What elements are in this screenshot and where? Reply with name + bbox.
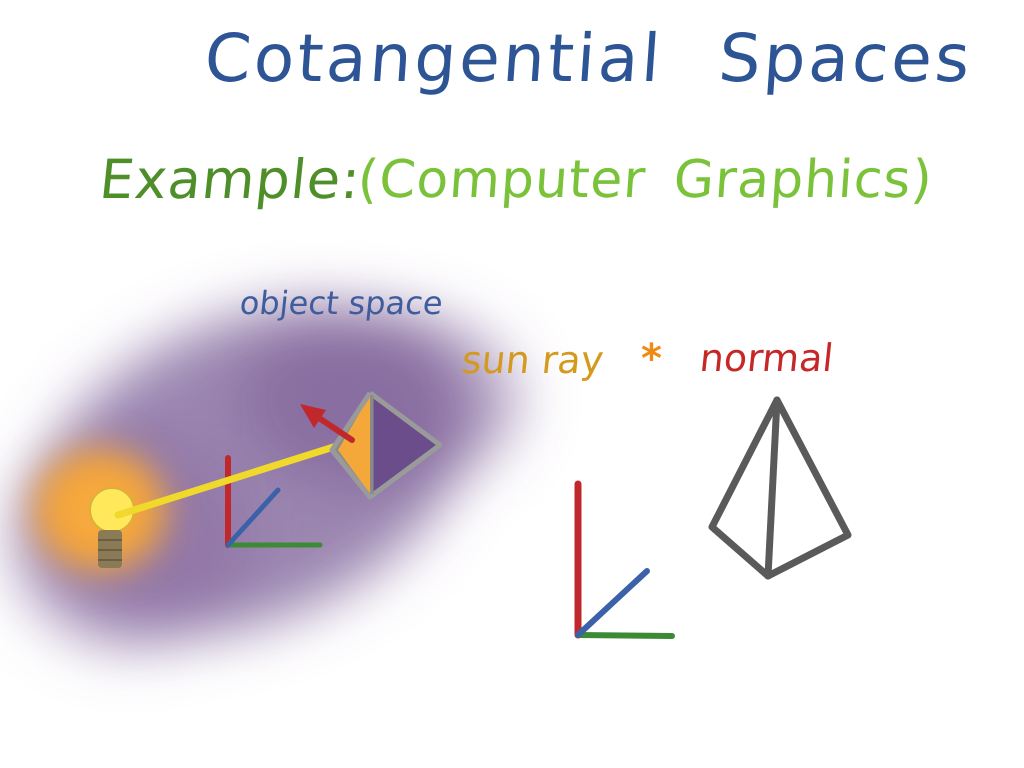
example-label: Example: <box>96 148 364 211</box>
light-bulb-icon <box>89 487 135 568</box>
sun-ray-line <box>114 434 366 519</box>
object-space-label: object space <box>238 284 445 322</box>
page-title: Cotangential Spaces <box>202 20 975 97</box>
operator-star: * <box>641 336 662 382</box>
title-word-1: Cotangential <box>202 20 666 97</box>
wireframe-pyramid-icon <box>708 396 852 580</box>
world-axes <box>574 480 675 639</box>
title-word-2: Spaces <box>716 20 976 97</box>
pyramid-icon <box>329 390 443 500</box>
normal-arrow <box>300 404 355 443</box>
paren-word-1: Computer <box>377 150 648 210</box>
paren-word-2: Graphics <box>671 150 914 210</box>
normal-label: normal <box>697 336 836 380</box>
object-space-axes <box>225 455 323 548</box>
paren-close: ) <box>909 150 935 210</box>
sun-ray-label: sun ray <box>459 338 606 382</box>
